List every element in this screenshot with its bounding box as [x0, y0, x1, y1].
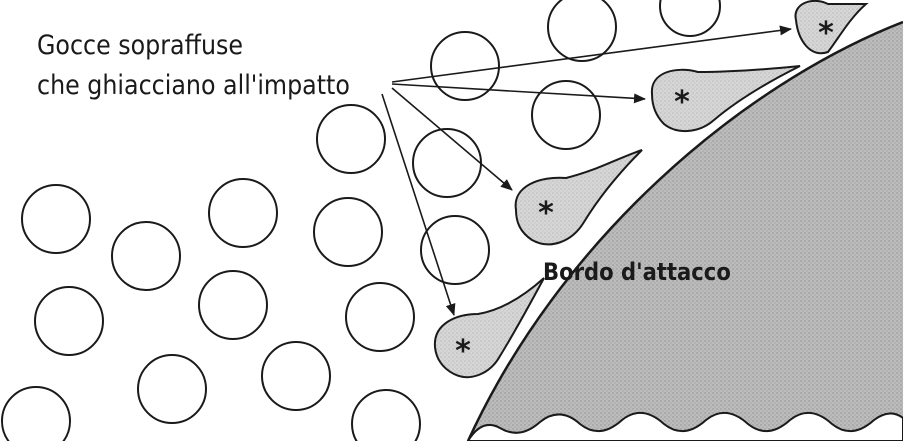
droplet	[547, 0, 617, 62]
droplet	[34, 286, 104, 356]
droplet	[345, 282, 415, 352]
wing-surface-line	[466, 20, 903, 441]
droplet	[21, 184, 91, 254]
wing-cut-edge	[466, 412, 903, 441]
droplet	[351, 389, 421, 441]
droplet	[137, 354, 207, 424]
droplet	[659, 0, 721, 37]
droplet	[430, 31, 500, 101]
droplet	[111, 221, 181, 291]
droplet	[198, 270, 268, 340]
arrow-to-accretion-4	[381, 93, 456, 316]
ice-marker: *	[538, 196, 554, 231]
droplet	[420, 215, 490, 285]
ice-accretion-4	[433, 277, 545, 379]
ice-accretions	[433, 0, 869, 379]
ice-accretion-3	[514, 149, 643, 246]
ice-accretion-1	[794, 0, 869, 55]
ice-accretion-2	[650, 65, 801, 132]
caption-line-1: Gocce sopraffuse	[37, 30, 244, 61]
arrow-to-accretion-3	[391, 87, 513, 191]
droplet	[1, 386, 71, 441]
arrow-to-accretion-1	[391, 25, 792, 83]
leading-edge-label: Bordo d'attacco	[543, 258, 731, 286]
droplets	[1, 0, 721, 441]
droplet	[208, 178, 278, 248]
ice-marker: *	[674, 85, 690, 120]
droplet	[412, 128, 482, 198]
wing-leading-edge	[468, 22, 903, 441]
droplet	[261, 341, 331, 411]
arrows	[381, 25, 792, 316]
caption-line-2: che ghiacciano all'impatto	[37, 70, 350, 101]
ice-marker: *	[455, 334, 471, 369]
droplet	[313, 197, 383, 267]
ice-markers: * * * *	[455, 16, 834, 369]
ice-marker: *	[818, 16, 834, 51]
droplet	[531, 80, 601, 150]
droplet	[316, 104, 386, 174]
arrow-to-accretion-2	[391, 83, 646, 104]
